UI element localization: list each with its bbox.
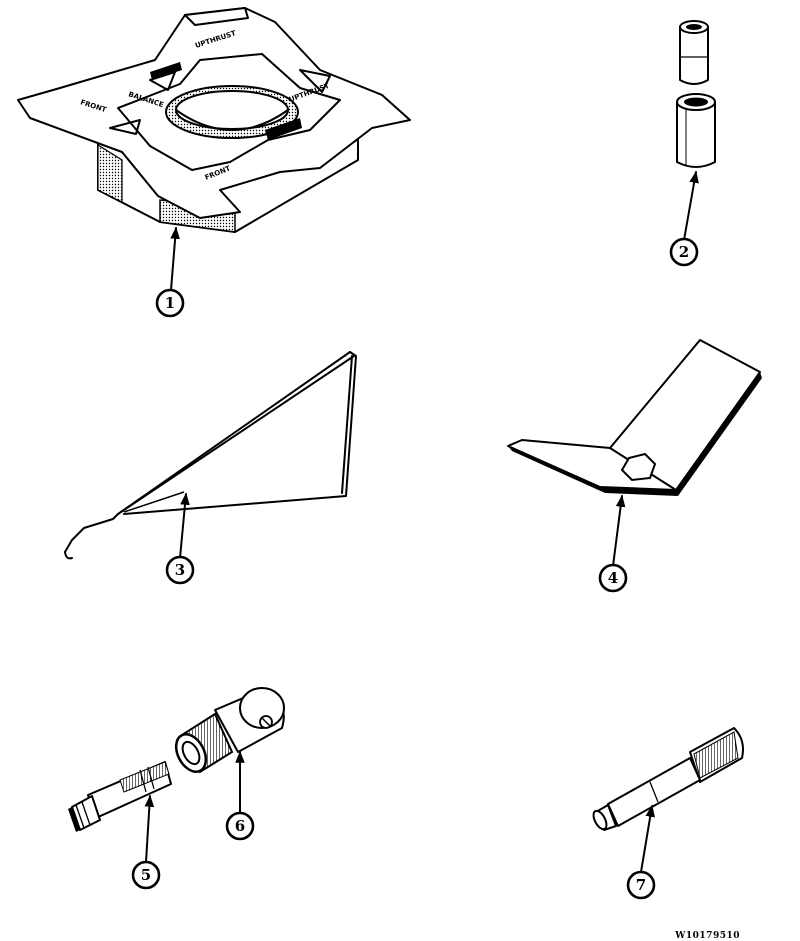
tool-1-gauge: UPTHRUST FRONT BALANCE UPTHRUST FRONT — [17, 7, 411, 233]
callout-1-label: 1 — [165, 294, 175, 312]
callout-7: 7 — [626, 870, 656, 900]
tool-6-socket-adapter — [174, 687, 285, 774]
callout-3: 3 — [165, 555, 195, 585]
callout-4-label: 4 — [608, 569, 618, 587]
callout-6-label: 6 — [235, 817, 245, 835]
leader-4 — [612, 494, 626, 567]
leader-2 — [683, 170, 699, 241]
leader-arrows — [144, 170, 699, 873]
tool-5-torx-bit — [68, 761, 172, 832]
leader-5 — [144, 794, 155, 863]
callout-4: 4 — [598, 563, 628, 593]
callout-5: 5 — [131, 860, 161, 890]
tool-2-sleeves — [676, 20, 716, 168]
callout-1: 1 — [155, 288, 185, 318]
drawing-code: W10179510 — [674, 931, 740, 941]
callout-5-label: 5 — [141, 866, 151, 884]
tool-3-wire-hook — [64, 351, 357, 560]
leader-3 — [179, 492, 190, 559]
leader-1 — [170, 226, 180, 291]
tool-4-bent-plate — [507, 339, 762, 496]
leader-7 — [640, 804, 655, 873]
callout-2-label: 2 — [679, 243, 689, 261]
callout-6: 6 — [225, 811, 255, 841]
tool-7-knurled-pin — [592, 727, 744, 831]
callout-3-label: 3 — [175, 561, 185, 579]
callout-7-label: 7 — [636, 876, 646, 894]
callout-2: 2 — [669, 237, 699, 267]
